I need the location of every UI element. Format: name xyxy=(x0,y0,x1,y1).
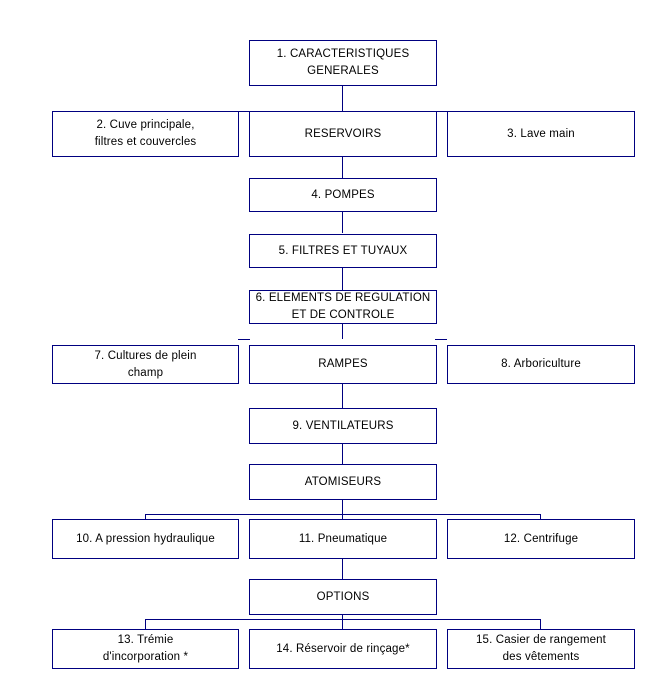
connector-filtres-to-elements xyxy=(342,268,343,290)
node-centrifuge[interactable]: 12. Centrifuge xyxy=(447,519,635,559)
connector-rampes-to-cultures xyxy=(238,339,250,340)
connector-elements-to-rampes xyxy=(342,324,343,339)
connector-caracteristiques-to-reservoirs xyxy=(342,86,343,111)
connector-ventilateurs-to-atomiseurs xyxy=(342,444,343,464)
node-cultures-de-plein-champ[interactable]: 7. Cultures de plein champ xyxy=(52,345,239,384)
connector-reservoirs-to-cuve xyxy=(238,111,250,112)
node-label: 14. Réservoir de rinçage* xyxy=(276,642,410,655)
node-tremie-dincorporation[interactable]: 13. Trémie d'incorporation * xyxy=(52,629,239,669)
node-label: RAMPES xyxy=(318,358,368,371)
node-pneumatique[interactable]: 11. Pneumatique xyxy=(249,519,437,559)
node-cuve-principale[interactable]: 2. Cuve principale, filtres et couvercle… xyxy=(52,111,239,157)
node-label: ATOMISEURS xyxy=(304,475,382,488)
connector-rampes-to-arboriculture xyxy=(435,339,447,340)
node-reservoir-de-rincage[interactable]: 14. Réservoir de rinçage* xyxy=(249,629,437,669)
connector-bus-to-casier xyxy=(540,619,541,629)
connector-pneumatique-to-options xyxy=(342,559,343,579)
node-reservoirs[interactable]: RESERVOIRS xyxy=(249,111,437,157)
connector-bus-to-centrifuge xyxy=(540,514,541,519)
node-label: 5. FILTRES ET TUYAUX xyxy=(278,244,408,257)
node-label: 2. Cuve principale, filtres et couvercle… xyxy=(94,119,197,148)
node-label: 8. Arboriculture xyxy=(501,358,581,371)
node-atomiseurs[interactable]: ATOMISEURS xyxy=(249,464,437,500)
connector-bus-to-pneumatique xyxy=(342,514,343,519)
node-elements-de-regulation[interactable]: 6. ELEMENTS DE REGULATION ET DE CONTROLE xyxy=(249,290,437,324)
node-label: 12. Centrifuge xyxy=(503,532,579,545)
node-label: 4. POMPES xyxy=(311,188,375,201)
node-label: 1. CARACTERISTIQUES GENERALES xyxy=(276,48,410,77)
node-ventilateurs[interactable]: 9. VENTILATEURS xyxy=(249,408,437,444)
node-label: 11. Pneumatique xyxy=(298,532,388,545)
node-rampes[interactable]: RAMPES xyxy=(249,345,437,384)
node-label: 6. ELEMENTS DE REGULATION ET DE CONTROLE xyxy=(255,292,431,321)
connector-atomiseurs-drop xyxy=(342,500,343,514)
node-arboriculture[interactable]: 8. Arboriculture xyxy=(447,345,635,384)
node-a-pression-hydraulique[interactable]: 10. A pression hydraulique xyxy=(52,519,239,559)
node-casier-de-rangement[interactable]: 15. Casier de rangement des vêtements xyxy=(447,629,635,669)
node-label: 13. Trémie d'incorporation * xyxy=(102,634,189,663)
node-label: RESERVOIRS xyxy=(304,127,382,140)
node-label: 3. Lave main xyxy=(507,127,575,140)
connector-rampes-to-ventilateurs xyxy=(342,384,343,408)
connector-bus-to-tremie xyxy=(145,619,146,629)
connector-pompes-to-filtres xyxy=(342,211,343,233)
node-options[interactable]: OPTIONS xyxy=(249,579,437,615)
node-lave-main[interactable]: 3. Lave main xyxy=(447,111,635,157)
node-label: 7. Cultures de plein champ xyxy=(94,349,197,379)
node-filtres-et-tuyaux[interactable]: 5. FILTRES ET TUYAUX xyxy=(249,234,437,268)
connector-reservoirs-to-pompes xyxy=(342,156,343,178)
connector-reservoirs-to-lave-main xyxy=(435,111,447,112)
node-caracteristiques-generales[interactable]: 1. CARACTERISTIQUES GENERALES xyxy=(249,40,437,86)
node-pompes[interactable]: 4. POMPES xyxy=(249,178,437,212)
node-label: OPTIONS xyxy=(316,590,370,603)
node-label: 10. A pression hydraulique xyxy=(76,532,215,545)
connector-bus-to-pression xyxy=(145,514,146,519)
connector-bus-to-reservoir-rincage xyxy=(342,619,343,629)
node-label: 15. Casier de rangement des vêtements xyxy=(475,634,607,663)
node-label: 9. VENTILATEURS xyxy=(292,419,394,432)
